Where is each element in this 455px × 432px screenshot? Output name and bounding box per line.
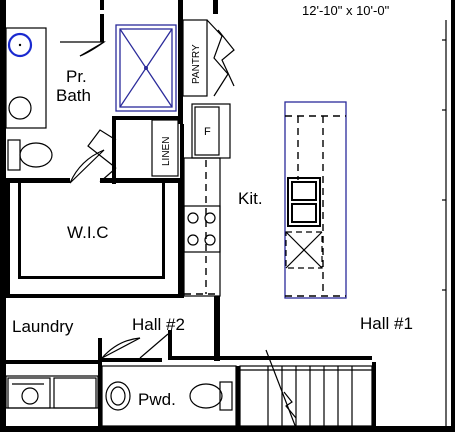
bath-sink-icon xyxy=(7,32,33,58)
powder-label: Pwd. xyxy=(138,390,176,409)
fridge-label: F xyxy=(204,126,211,138)
kitchen-label: Kit. xyxy=(238,189,263,208)
bath-sink-2-icon xyxy=(8,96,32,120)
wic-label: W.I.C xyxy=(67,223,109,242)
hall2-door xyxy=(101,333,169,359)
dishwasher-icon xyxy=(285,231,323,269)
stairs xyxy=(239,349,373,429)
linen xyxy=(87,119,179,183)
shower-icon xyxy=(115,24,177,112)
bath-toilet-icon xyxy=(7,139,53,171)
kitchen-island xyxy=(284,101,347,299)
right-column xyxy=(442,20,447,432)
laundry-label: Laundry xyxy=(12,317,74,336)
stove-icon xyxy=(183,205,221,253)
pantry xyxy=(182,19,235,97)
room-dimension-label: 12'-10" x 10'-0" xyxy=(302,3,390,18)
hall1-label: Hall #1 xyxy=(360,314,413,333)
hall2-label: Hall #2 xyxy=(132,315,185,334)
pr-bath-label-line1: Pr. xyxy=(66,67,87,86)
fridge-icon xyxy=(191,103,231,159)
powder-room xyxy=(101,365,237,427)
sink-double-icon xyxy=(287,177,321,227)
powder-sink-icon xyxy=(105,381,131,411)
laundry xyxy=(5,375,99,409)
kitchen-counters xyxy=(183,157,221,297)
primary-bath xyxy=(5,24,177,184)
powder-toilet-icon xyxy=(189,381,233,411)
pr-bath-label-line2: Bath xyxy=(56,86,91,105)
pantry-label: PANTRY xyxy=(191,44,202,84)
linen-label: LINEN xyxy=(161,137,172,166)
